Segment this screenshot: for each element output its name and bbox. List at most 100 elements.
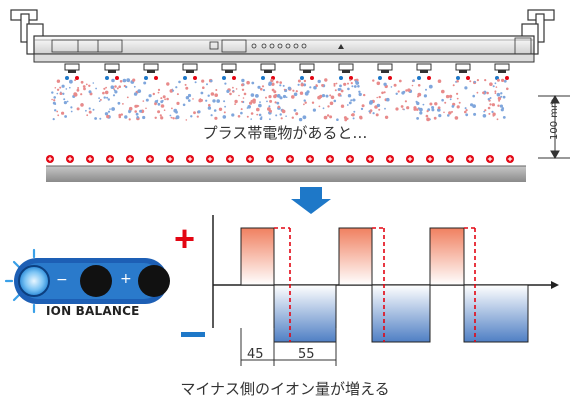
negative-ion bbox=[412, 79, 416, 82]
positive-ion bbox=[99, 98, 102, 101]
positive-ion bbox=[162, 95, 166, 99]
positive-ion bbox=[349, 79, 352, 82]
positive-ion bbox=[376, 81, 381, 86]
positive-ion bbox=[88, 110, 92, 114]
negative-ion bbox=[317, 79, 321, 84]
negative-ion bbox=[133, 92, 138, 96]
negative-ion bbox=[63, 101, 67, 105]
positive-ion bbox=[456, 92, 459, 95]
positive-ion bbox=[363, 93, 366, 97]
negative-ion bbox=[487, 98, 490, 101]
negative-ion bbox=[340, 95, 342, 97]
negative-ion bbox=[175, 110, 178, 114]
positive-ion bbox=[311, 101, 315, 104]
pulse-width-negative: 55 bbox=[298, 347, 315, 362]
negative-ion bbox=[194, 81, 197, 84]
positive-ion bbox=[82, 85, 86, 88]
negative-ion bbox=[473, 80, 476, 84]
positive-ion bbox=[241, 100, 244, 103]
negative-ion bbox=[92, 82, 95, 84]
negative-ion bbox=[178, 80, 181, 84]
negative-ion bbox=[226, 89, 230, 93]
positive-ion bbox=[496, 118, 499, 121]
positive-ion bbox=[449, 94, 453, 98]
negative-ion bbox=[447, 114, 450, 117]
positive-ion bbox=[407, 88, 411, 92]
positive-ion bbox=[402, 108, 404, 110]
positive-ion bbox=[361, 104, 365, 108]
negative-ion bbox=[395, 92, 398, 96]
positive-ion bbox=[273, 90, 277, 94]
positive-ion bbox=[274, 101, 277, 104]
positive-ion bbox=[437, 106, 441, 110]
negative-ion bbox=[106, 96, 109, 99]
emitter-nozzle bbox=[338, 63, 354, 80]
positive-pulse bbox=[338, 227, 373, 286]
positive-ion bbox=[486, 91, 489, 95]
negative-ion bbox=[62, 92, 65, 96]
positive-ion bbox=[329, 115, 333, 119]
positive-ion bbox=[120, 113, 124, 116]
positive-ion bbox=[256, 113, 259, 116]
positive-ion bbox=[496, 78, 500, 82]
negative-ion bbox=[501, 107, 505, 110]
emitter-nozzle bbox=[377, 63, 393, 80]
positive-ion bbox=[80, 93, 83, 96]
positive-ion bbox=[238, 94, 240, 97]
positive-ion bbox=[334, 89, 337, 92]
positive-ion bbox=[76, 107, 80, 111]
positive-ion bbox=[274, 94, 278, 97]
positive-charge-icon bbox=[406, 155, 414, 163]
down-arrow-icon bbox=[291, 187, 331, 214]
negative-ion bbox=[369, 100, 374, 104]
positive-ion bbox=[484, 109, 487, 112]
positive-ion bbox=[214, 93, 218, 97]
negative-ion bbox=[339, 84, 342, 88]
negative-ion bbox=[210, 79, 213, 83]
positive-ion bbox=[441, 89, 445, 94]
negative-ion bbox=[103, 96, 106, 99]
positive-charge-icon bbox=[186, 155, 194, 163]
positive-ion bbox=[283, 88, 286, 91]
positive-ion bbox=[497, 96, 502, 101]
negative-ion bbox=[188, 99, 191, 102]
negative-ion bbox=[269, 118, 271, 121]
negative-ion bbox=[169, 114, 172, 117]
positive-ion bbox=[299, 91, 304, 95]
negative-ion bbox=[175, 86, 178, 89]
negative-ion bbox=[358, 90, 361, 94]
negative-ion bbox=[240, 111, 243, 115]
negative-ion bbox=[125, 85, 128, 89]
negative-ion bbox=[419, 111, 423, 115]
positive-ion bbox=[240, 108, 243, 111]
positive-ion bbox=[303, 103, 305, 106]
positive-ion bbox=[375, 113, 379, 117]
positive-ion bbox=[80, 80, 84, 84]
positive-ion bbox=[255, 107, 260, 112]
negative-ion bbox=[503, 79, 507, 83]
negative-ion bbox=[111, 107, 115, 111]
negative-ion bbox=[133, 85, 136, 88]
negative-ion bbox=[384, 107, 386, 110]
negative-ion bbox=[496, 92, 501, 97]
positive-ion bbox=[160, 116, 164, 120]
positive-ion bbox=[77, 87, 80, 89]
positive-ion bbox=[116, 87, 119, 90]
negative-ion bbox=[372, 112, 375, 115]
negative-ion bbox=[107, 98, 111, 101]
positive-ion bbox=[300, 83, 304, 87]
charged-object bbox=[46, 166, 526, 182]
negative-pulse bbox=[463, 284, 529, 343]
negative-ion bbox=[54, 103, 57, 105]
positive-ion bbox=[323, 115, 328, 120]
positive-ion bbox=[241, 83, 244, 87]
positive-ion bbox=[488, 112, 491, 115]
emitter-nozzle bbox=[455, 63, 471, 80]
negative-ion bbox=[425, 88, 427, 91]
positive-ion bbox=[234, 103, 237, 105]
negative-ion bbox=[259, 117, 263, 120]
pulse-chart bbox=[212, 215, 559, 366]
positive-ion bbox=[163, 109, 166, 111]
negative-ion bbox=[257, 85, 261, 89]
negative-ion bbox=[358, 92, 362, 97]
